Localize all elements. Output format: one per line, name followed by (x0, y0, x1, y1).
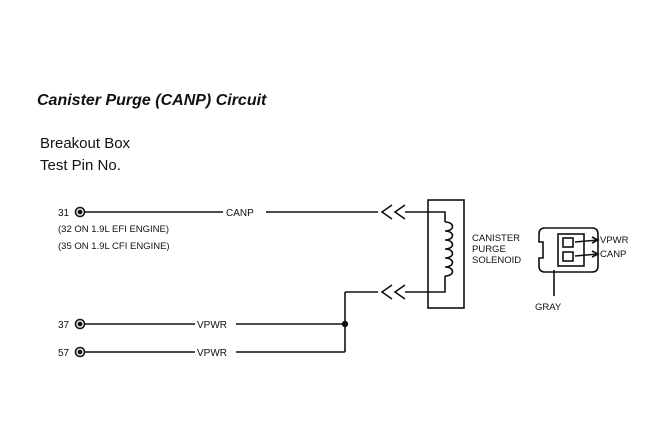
canp-connector-chevron-1 (380, 204, 393, 220)
pin-31-note-cfi: (35 ON 1.9L CFI ENGINE) (58, 241, 170, 252)
solenoid-label-purge: PURGE (472, 244, 506, 255)
header-breakout-box: Breakout Box (40, 135, 131, 152)
solenoid-label-canister: CANISTER (472, 233, 520, 244)
canp-connector-chevron-2 (393, 204, 406, 220)
pin-31-note-efi: (32 ON 1.9L EFI ENGINE) (58, 224, 169, 235)
pin-37-terminal (74, 318, 86, 330)
connector-label-canp: CANP (600, 249, 626, 260)
vpwr-connector-chevron-1 (380, 284, 393, 300)
gray-connector-body (538, 227, 599, 273)
pin-57-number: 57 (58, 348, 70, 359)
pin-31-terminal (74, 206, 86, 218)
header-test-pin: Test Pin No. (40, 157, 121, 174)
solenoid-coil (444, 221, 454, 277)
connector-inner-frame (557, 233, 585, 267)
pin-57-terminal (74, 346, 86, 358)
connector-color-label: GRAY (535, 302, 562, 313)
vpwr-junction-dot (341, 320, 349, 328)
vpwr-connector-chevron-2 (393, 284, 406, 300)
pin-31-number: 31 (58, 208, 70, 219)
pin-37-number: 37 (58, 320, 70, 331)
wire-label-vpwr-57: VPWR (197, 348, 227, 359)
connector-pin-vpwr (562, 237, 574, 248)
solenoid-housing (427, 199, 465, 309)
diagram-title: Canister Purge (CANP) Circuit (37, 92, 267, 109)
connector-label-vpwr: VPWR (600, 235, 629, 246)
solenoid-label-solenoid: SOLENOID (472, 255, 521, 266)
connector-pin-canp (562, 251, 574, 262)
wire-label-canp: CANP (226, 208, 254, 219)
wire-label-vpwr-37: VPWR (197, 320, 227, 331)
